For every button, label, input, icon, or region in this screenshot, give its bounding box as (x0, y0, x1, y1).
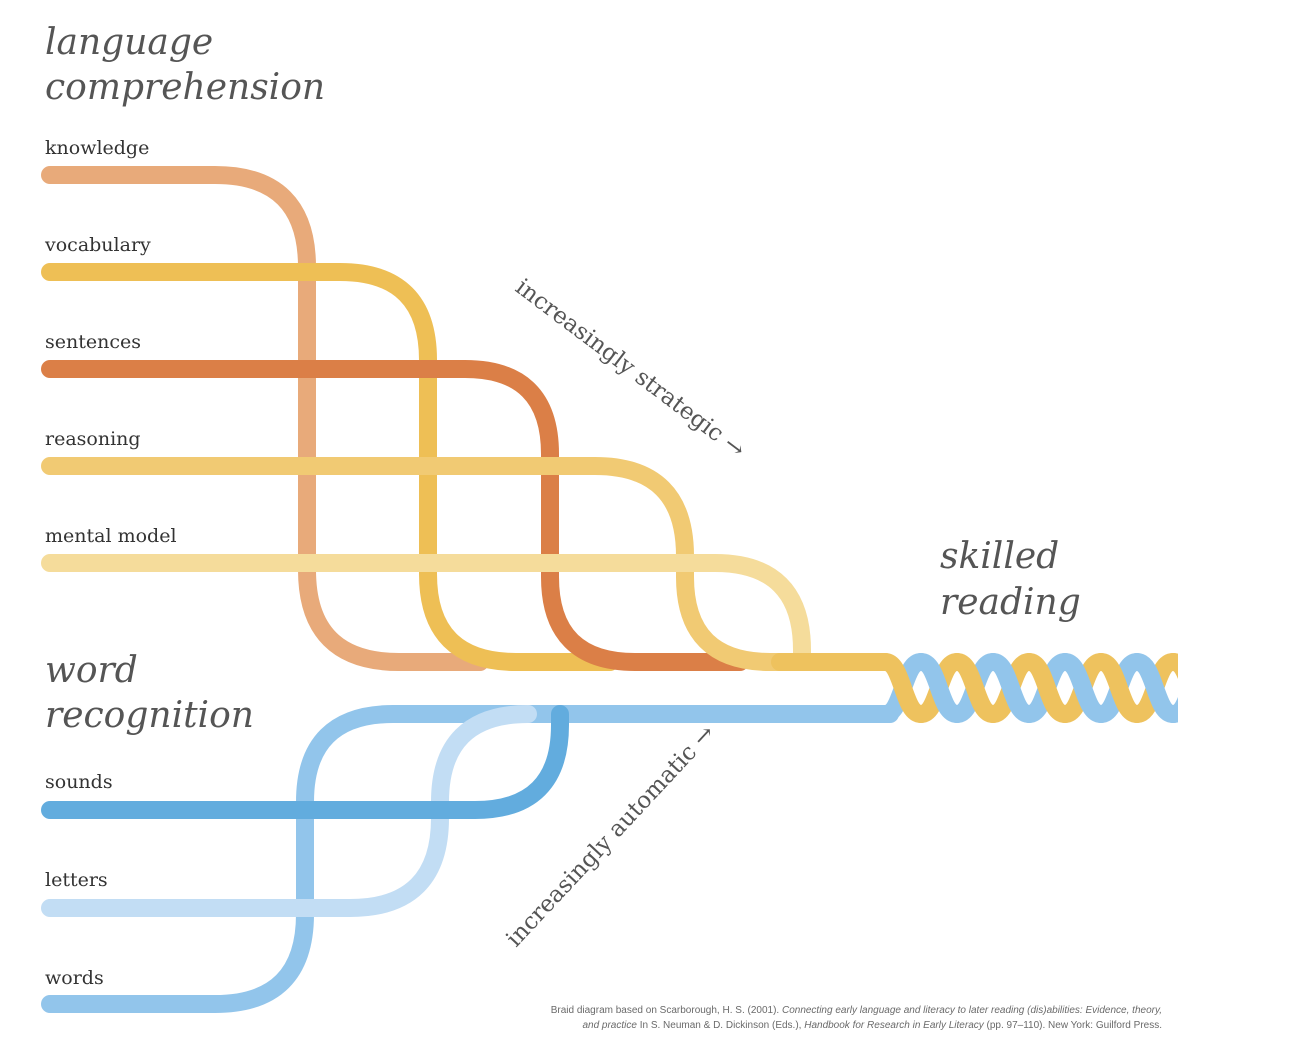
strand-label-sounds: sounds (45, 771, 113, 793)
skilled-reading-braid (876, 653, 1245, 723)
strand-label-knowledge: knowledge (45, 137, 149, 159)
strand-label-mental-model: mental model (45, 525, 177, 547)
increasingly-automatic-label: increasingly automatic → (501, 720, 720, 952)
braid-comprehension-segment (1164, 653, 1178, 680)
braid-recognition-segment (1164, 696, 1178, 723)
strand-label-reasoning: reasoning (45, 428, 141, 450)
language-comprehension-heading: language comprehension (45, 22, 325, 108)
word-recognition-heading: word recognition (45, 650, 254, 736)
skilled-reading-heading: skilled reading (940, 536, 1081, 623)
strand-words (41, 705, 899, 1013)
strand-label-words: words (45, 967, 104, 989)
citation-line-1: Braid diagram based on Scarborough, H. S… (551, 1005, 1162, 1016)
strand-knowledge (41, 166, 489, 671)
citation-line-2: and practice In S. Neuman & D. Dickinson… (582, 1020, 1162, 1031)
strand-label-letters: letters (45, 869, 108, 891)
strand-sentences (41, 360, 749, 671)
strand-mental-model (41, 554, 811, 671)
braid-comprehension-segment (1209, 662, 1245, 714)
strand-sounds (41, 705, 569, 819)
strand-label-sentences: sentences (45, 331, 141, 353)
braid-recognition-segment (1209, 662, 1245, 714)
strand-label-vocabulary: vocabulary (44, 234, 151, 256)
